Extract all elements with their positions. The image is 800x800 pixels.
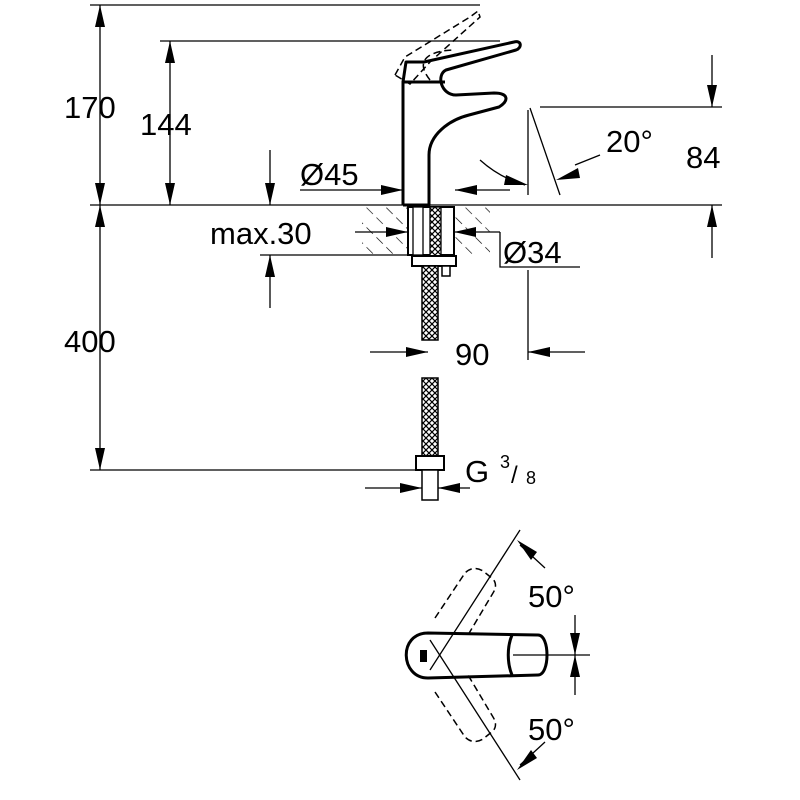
label-84: 84 [686, 140, 720, 175]
dimension-d45 [300, 185, 510, 195]
label-400: 400 [64, 324, 116, 359]
dimension-84 [707, 55, 717, 258]
label-d34: Ø34 [503, 235, 562, 270]
label-50deg-top: 50° [528, 579, 575, 614]
label-144: 144 [140, 107, 192, 142]
dimension-max30 [265, 150, 275, 308]
dimension-d34 [355, 227, 580, 268]
label-thread-den: 8 [526, 468, 536, 488]
label-d45: Ø45 [300, 157, 359, 192]
faucet-top-view [404, 529, 590, 781]
dimension-400 [95, 205, 105, 470]
dimension-144 [165, 41, 175, 205]
label-max30: max.30 [210, 216, 312, 251]
label-170: 170 [64, 90, 116, 125]
label-20deg: 20° [606, 124, 653, 159]
dimension-thread [365, 483, 470, 493]
dimension-90 [370, 347, 585, 357]
label-90: 90 [455, 337, 489, 372]
label-thread-slash: / [511, 462, 518, 489]
faucet-side-view [393, 9, 601, 207]
dimension-170 [95, 5, 105, 205]
label-50deg-bottom: 50° [528, 712, 575, 747]
label-thread-g: G [465, 454, 489, 489]
label-thread-num: 3 [500, 452, 510, 472]
mounting-deck [362, 206, 490, 501]
